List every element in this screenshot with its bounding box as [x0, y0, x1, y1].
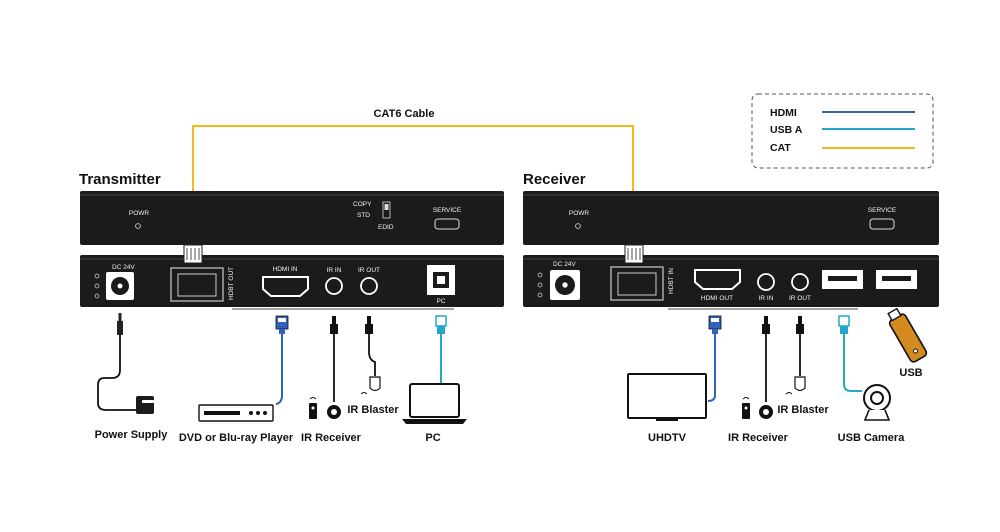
- tx-usb-connector: [435, 315, 447, 334]
- power-supply-cable: [97, 335, 136, 411]
- pc-label: PC: [425, 432, 440, 444]
- rx-ir-out-port[interactable]: [791, 273, 809, 291]
- player-hdmi-cable: [275, 334, 283, 405]
- rx-hdmi-out-port[interactable]: [694, 269, 741, 290]
- tx-ir-out-jack: [365, 316, 373, 334]
- tx-hdbt-out-label: HDBT OUT: [228, 267, 235, 300]
- power-supply-icon: [136, 396, 154, 414]
- usb-label: USB: [899, 367, 922, 379]
- tx-hdmi-connector: [275, 315, 289, 334]
- tx-cat-connector: [183, 244, 203, 264]
- rx-hdbt-in-label: HDBT IN: [668, 268, 675, 294]
- rx-dc-label: DC 24V: [553, 261, 576, 268]
- rx-service-label: SERVICE: [868, 207, 897, 214]
- tx-ir-in-jack: [330, 316, 338, 334]
- receiver-front-panel: POWR SERVICE: [523, 191, 939, 245]
- tx-ir-in-port[interactable]: [325, 277, 343, 295]
- usb-camera-cable: [843, 334, 862, 392]
- rx-ir-blaster-label: IR Blaster: [777, 404, 829, 416]
- receiver-title: Receiver: [523, 171, 586, 188]
- rx-ir-receiver-label: IR Receiver: [728, 432, 789, 444]
- transmitter-title: Transmitter: [79, 171, 161, 188]
- rx-ir-in-jack: [762, 316, 770, 334]
- rx-power-led: [575, 223, 581, 229]
- tx-ir-receiver-icon: [309, 397, 341, 419]
- rx-ir-in-label: IR IN: [759, 295, 774, 302]
- uhdtv-hdmi-cable: [707, 334, 716, 402]
- usb-stick-icon: [887, 307, 928, 363]
- rx-cat-connector: [624, 244, 644, 264]
- transmitter-back-panel: DC 24V HDBT OUT HDMI IN IR IN IR OUT PC: [80, 255, 504, 307]
- rx-hdmi-out-label: HDMI OUT: [701, 295, 733, 302]
- uhdtv-label: UHDTV: [648, 432, 687, 444]
- cat6-cable-label: CAT6 Cable: [374, 108, 435, 120]
- rx-hdmi-connector: [708, 315, 722, 334]
- tx-service-port[interactable]: [434, 218, 460, 230]
- rx-hdbt-in-port[interactable]: [610, 266, 664, 301]
- legend-label-usb: USB A: [770, 124, 803, 136]
- rx-usb-connector: [838, 315, 850, 334]
- rx-usb-port-2[interactable]: [876, 270, 917, 289]
- tx-ir-receiver-label: IR Receiver: [301, 432, 362, 444]
- usb-camera-label: USB Camera: [838, 432, 906, 444]
- legend: HDMI USB A CAT: [751, 93, 934, 169]
- rx-power-label: POWR: [569, 210, 590, 217]
- tx-hdmi-in-port[interactable]: [262, 276, 309, 297]
- rx-ir-blaster-icon: [785, 376, 806, 395]
- tx-ir-in-label: IR IN: [327, 267, 342, 274]
- rx-ir-receiver-icon: [742, 397, 773, 419]
- legend-label-cat: CAT: [770, 142, 791, 154]
- dvd-player-icon: [198, 404, 274, 422]
- uhdtv-icon: [627, 373, 707, 421]
- tx-ir-blaster-label: IR Blaster: [347, 404, 399, 416]
- rx-ir-out-jack: [796, 316, 804, 334]
- tx-hdbt-out-port[interactable]: [170, 267, 224, 302]
- tx-dc-label: DC 24V: [112, 264, 135, 271]
- tx-pc-label: PC: [436, 298, 445, 305]
- receiver-back-panel: DC 24V HDBT IN HDMI OUT IR IN IR OUT: [523, 255, 939, 307]
- transmitter-front-panel: POWR COPY STD EDID SERVICE: [80, 191, 504, 245]
- player-label: DVD or Blu-ray Player: [179, 432, 294, 444]
- power-supply-label: Power Supply: [95, 429, 169, 441]
- usb-camera-icon: [863, 384, 891, 421]
- tx-power-led: [135, 223, 141, 229]
- tx-service-label: SERVICE: [433, 207, 462, 214]
- tx-ir-out-label: IR OUT: [358, 267, 380, 274]
- tx-ir-out-port[interactable]: [360, 277, 378, 295]
- tx-copy-label: COPY: [353, 201, 372, 208]
- tx-edid-switch[interactable]: [382, 201, 391, 219]
- rx-service-port[interactable]: [869, 218, 895, 230]
- tx-power-label: POWR: [129, 210, 150, 217]
- tx-std-label: STD: [357, 212, 370, 219]
- tx-edid-label: EDID: [378, 224, 394, 231]
- tx-ir-blaster-icon: [360, 376, 381, 395]
- tx-hdmi-in-label: HDMI IN: [273, 266, 298, 273]
- legend-label-hdmi: HDMI: [770, 107, 797, 119]
- legend-box: [751, 93, 934, 169]
- rx-usb-port-1[interactable]: [822, 270, 863, 289]
- rx-ir-in-port[interactable]: [757, 273, 775, 291]
- tx-ir-blaster-cable: [368, 334, 376, 376]
- cat6-cable-line: [192, 125, 634, 255]
- pc-laptop-icon: [402, 383, 467, 424]
- rx-ir-out-label: IR OUT: [789, 295, 811, 302]
